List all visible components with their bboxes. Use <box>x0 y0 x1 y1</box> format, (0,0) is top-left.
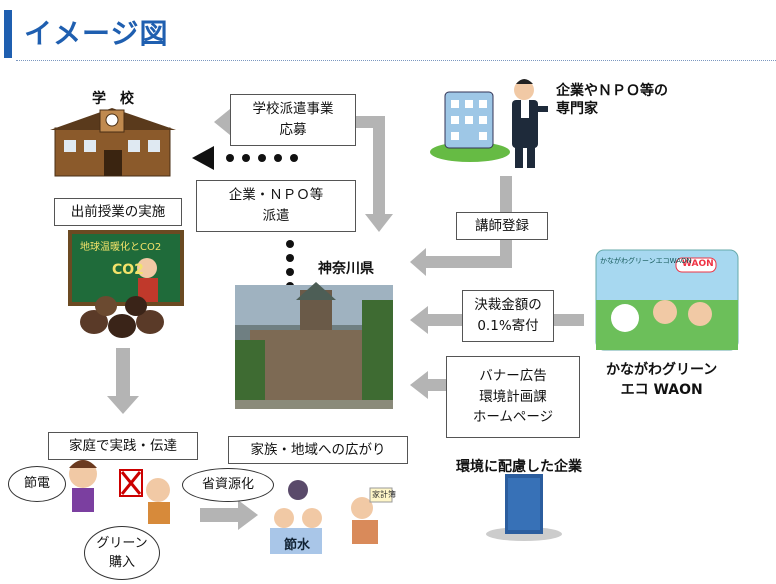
home-practice-box: 家庭で実践・伝達 <box>48 432 198 460</box>
donation-line2: 0.1%寄付 <box>477 318 539 334</box>
spread-box: 家族・地域への広がり <box>228 436 408 464</box>
dispatch-apply-line1: 学校派遣事業 <box>252 101 334 118</box>
experts-label-line1: 企業やＮＰＯ等の <box>556 83 668 99</box>
school-label: 学 校 <box>92 91 134 107</box>
eco-company-building-illustration <box>486 474 562 541</box>
school-building-illustration <box>50 108 176 177</box>
banner-line3: ホームページ <box>472 409 554 426</box>
banner-box: バナー広告 環境計画課 ホームページ <box>446 356 580 438</box>
card-brand-logo: WAON <box>682 259 714 269</box>
card-small-text: かながわグリーンエコWAON <box>600 257 692 265</box>
dispatch-vertical-dots <box>286 240 294 290</box>
dispatch-dotted-arrow <box>192 146 298 170</box>
donation-line1: 決裁金額の <box>474 297 542 314</box>
kanagawa-label: 神奈川県 <box>318 261 374 277</box>
home-practice-illustration <box>69 460 170 524</box>
eco-waon-label: かながわグリーン エコ WAON <box>606 360 717 401</box>
header-accent-bar <box>4 10 12 58</box>
eco-waon-label-line1: かながわグリーン <box>606 362 718 378</box>
green-purchase-line2: 購入 <box>108 555 135 570</box>
dispatch-apply-box: 学校派遣事業 応募 <box>230 94 356 146</box>
save-resources-bubble: 省資源化 <box>182 468 274 502</box>
blackboard-title: 地球温暖化とCO2 <box>80 242 162 253</box>
spread-arrow <box>200 500 258 530</box>
eco-waon-card-illustration <box>595 249 739 351</box>
experts-label: 企業やＮＰＯ等の 専門家 <box>556 82 668 118</box>
water-saving-sign: 節水 <box>284 538 311 553</box>
banner-line2: 環境計画課 <box>479 388 547 405</box>
classroom-illustration <box>68 230 184 338</box>
header-divider <box>16 60 776 61</box>
green-purchase-bubble: グリーン 購入 <box>84 526 160 580</box>
businessman-illustration <box>512 79 548 168</box>
dispatch-box: 企業・ＮＰＯ等 派遣 <box>196 180 356 232</box>
eco-waon-label-line2: エコ WAON <box>620 382 703 399</box>
eco-companies-label: 環境に配慮した企業 <box>456 459 582 475</box>
dispatch-line2: 派遣 <box>262 208 290 224</box>
family-community-illustration <box>270 480 393 554</box>
dispatch-line1: 企業・ＮＰＯ等 <box>228 187 324 204</box>
kanagawa-building-photo <box>235 282 393 409</box>
household-sign: 家計簿 <box>372 490 396 499</box>
register-box: 講師登録 <box>456 212 548 240</box>
power-saving-bubble: 節電 <box>8 466 66 502</box>
banner-line1: バナー広告 <box>479 367 547 384</box>
banner-arrow <box>410 371 446 399</box>
expert-building-illustration <box>430 91 510 162</box>
experts-label-line2: 専門家 <box>556 101 598 118</box>
lecture-down-arrow <box>107 348 139 414</box>
lecture-box: 出前授業の実施 <box>54 198 182 226</box>
donation-box: 決裁金額の 0.1%寄付 <box>462 290 554 342</box>
page-title: イメージ図 <box>24 17 169 50</box>
blackboard-co2: CO2 <box>112 262 144 278</box>
dispatch-apply-line2: 応募 <box>279 122 307 138</box>
apply-down-arrow <box>365 116 393 232</box>
green-purchase-line1: グリーン <box>96 535 148 551</box>
